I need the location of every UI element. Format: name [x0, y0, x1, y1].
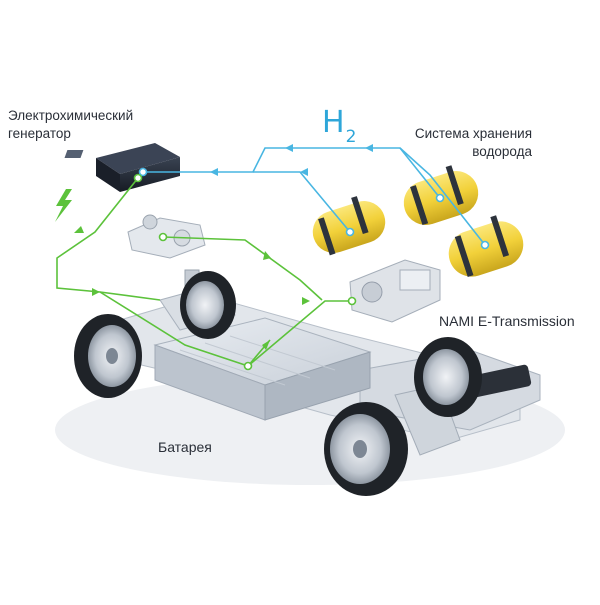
generator-label-line2: генератор [8, 126, 71, 141]
generator-label-line1: Электрохимический [8, 108, 134, 123]
arrow-icon [300, 168, 308, 176]
arrow-icon [302, 297, 310, 305]
storage-label-line1: Система хранения [414, 126, 532, 141]
arrow-icon [365, 144, 373, 152]
rear-motor [469, 364, 532, 398]
rear-left-wheel [324, 402, 408, 496]
arrow-icon [92, 288, 100, 296]
battery-label: Батарея [158, 439, 212, 455]
arrow-icon [74, 226, 84, 233]
generator-label: Электрохимический генератор [8, 107, 188, 143]
arrow-icon [210, 168, 218, 176]
hydrogen-symbol-subscript: 2 [345, 127, 357, 147]
arrow-icon [263, 251, 271, 260]
rear-right-wheel [414, 337, 482, 417]
electric-flow-lines [56, 177, 352, 367]
hydrogen-flow-arrows [210, 144, 373, 176]
transmission-unit [349, 259, 441, 323]
front-left-wheel [74, 314, 142, 398]
arrow-icon [262, 340, 270, 350]
storage-label: Система хранения водорода [380, 125, 532, 161]
storage-label-line2: водорода [472, 144, 532, 159]
lightning-bolt-icon [55, 189, 72, 222]
hydrogen-tank-1 [312, 196, 386, 256]
hydrogen-nodes [138, 167, 490, 250]
hydrogen-symbol-main: H [322, 105, 345, 140]
generator-box [64, 143, 180, 192]
transmission-label: NAMI E-Transmission [439, 313, 575, 329]
hydrogen-symbol: H2 [322, 105, 357, 148]
front-right-wheel [180, 271, 236, 339]
arrow-icon [285, 144, 293, 152]
electric-flow-arrows [74, 226, 310, 350]
electric-nodes [133, 173, 357, 371]
